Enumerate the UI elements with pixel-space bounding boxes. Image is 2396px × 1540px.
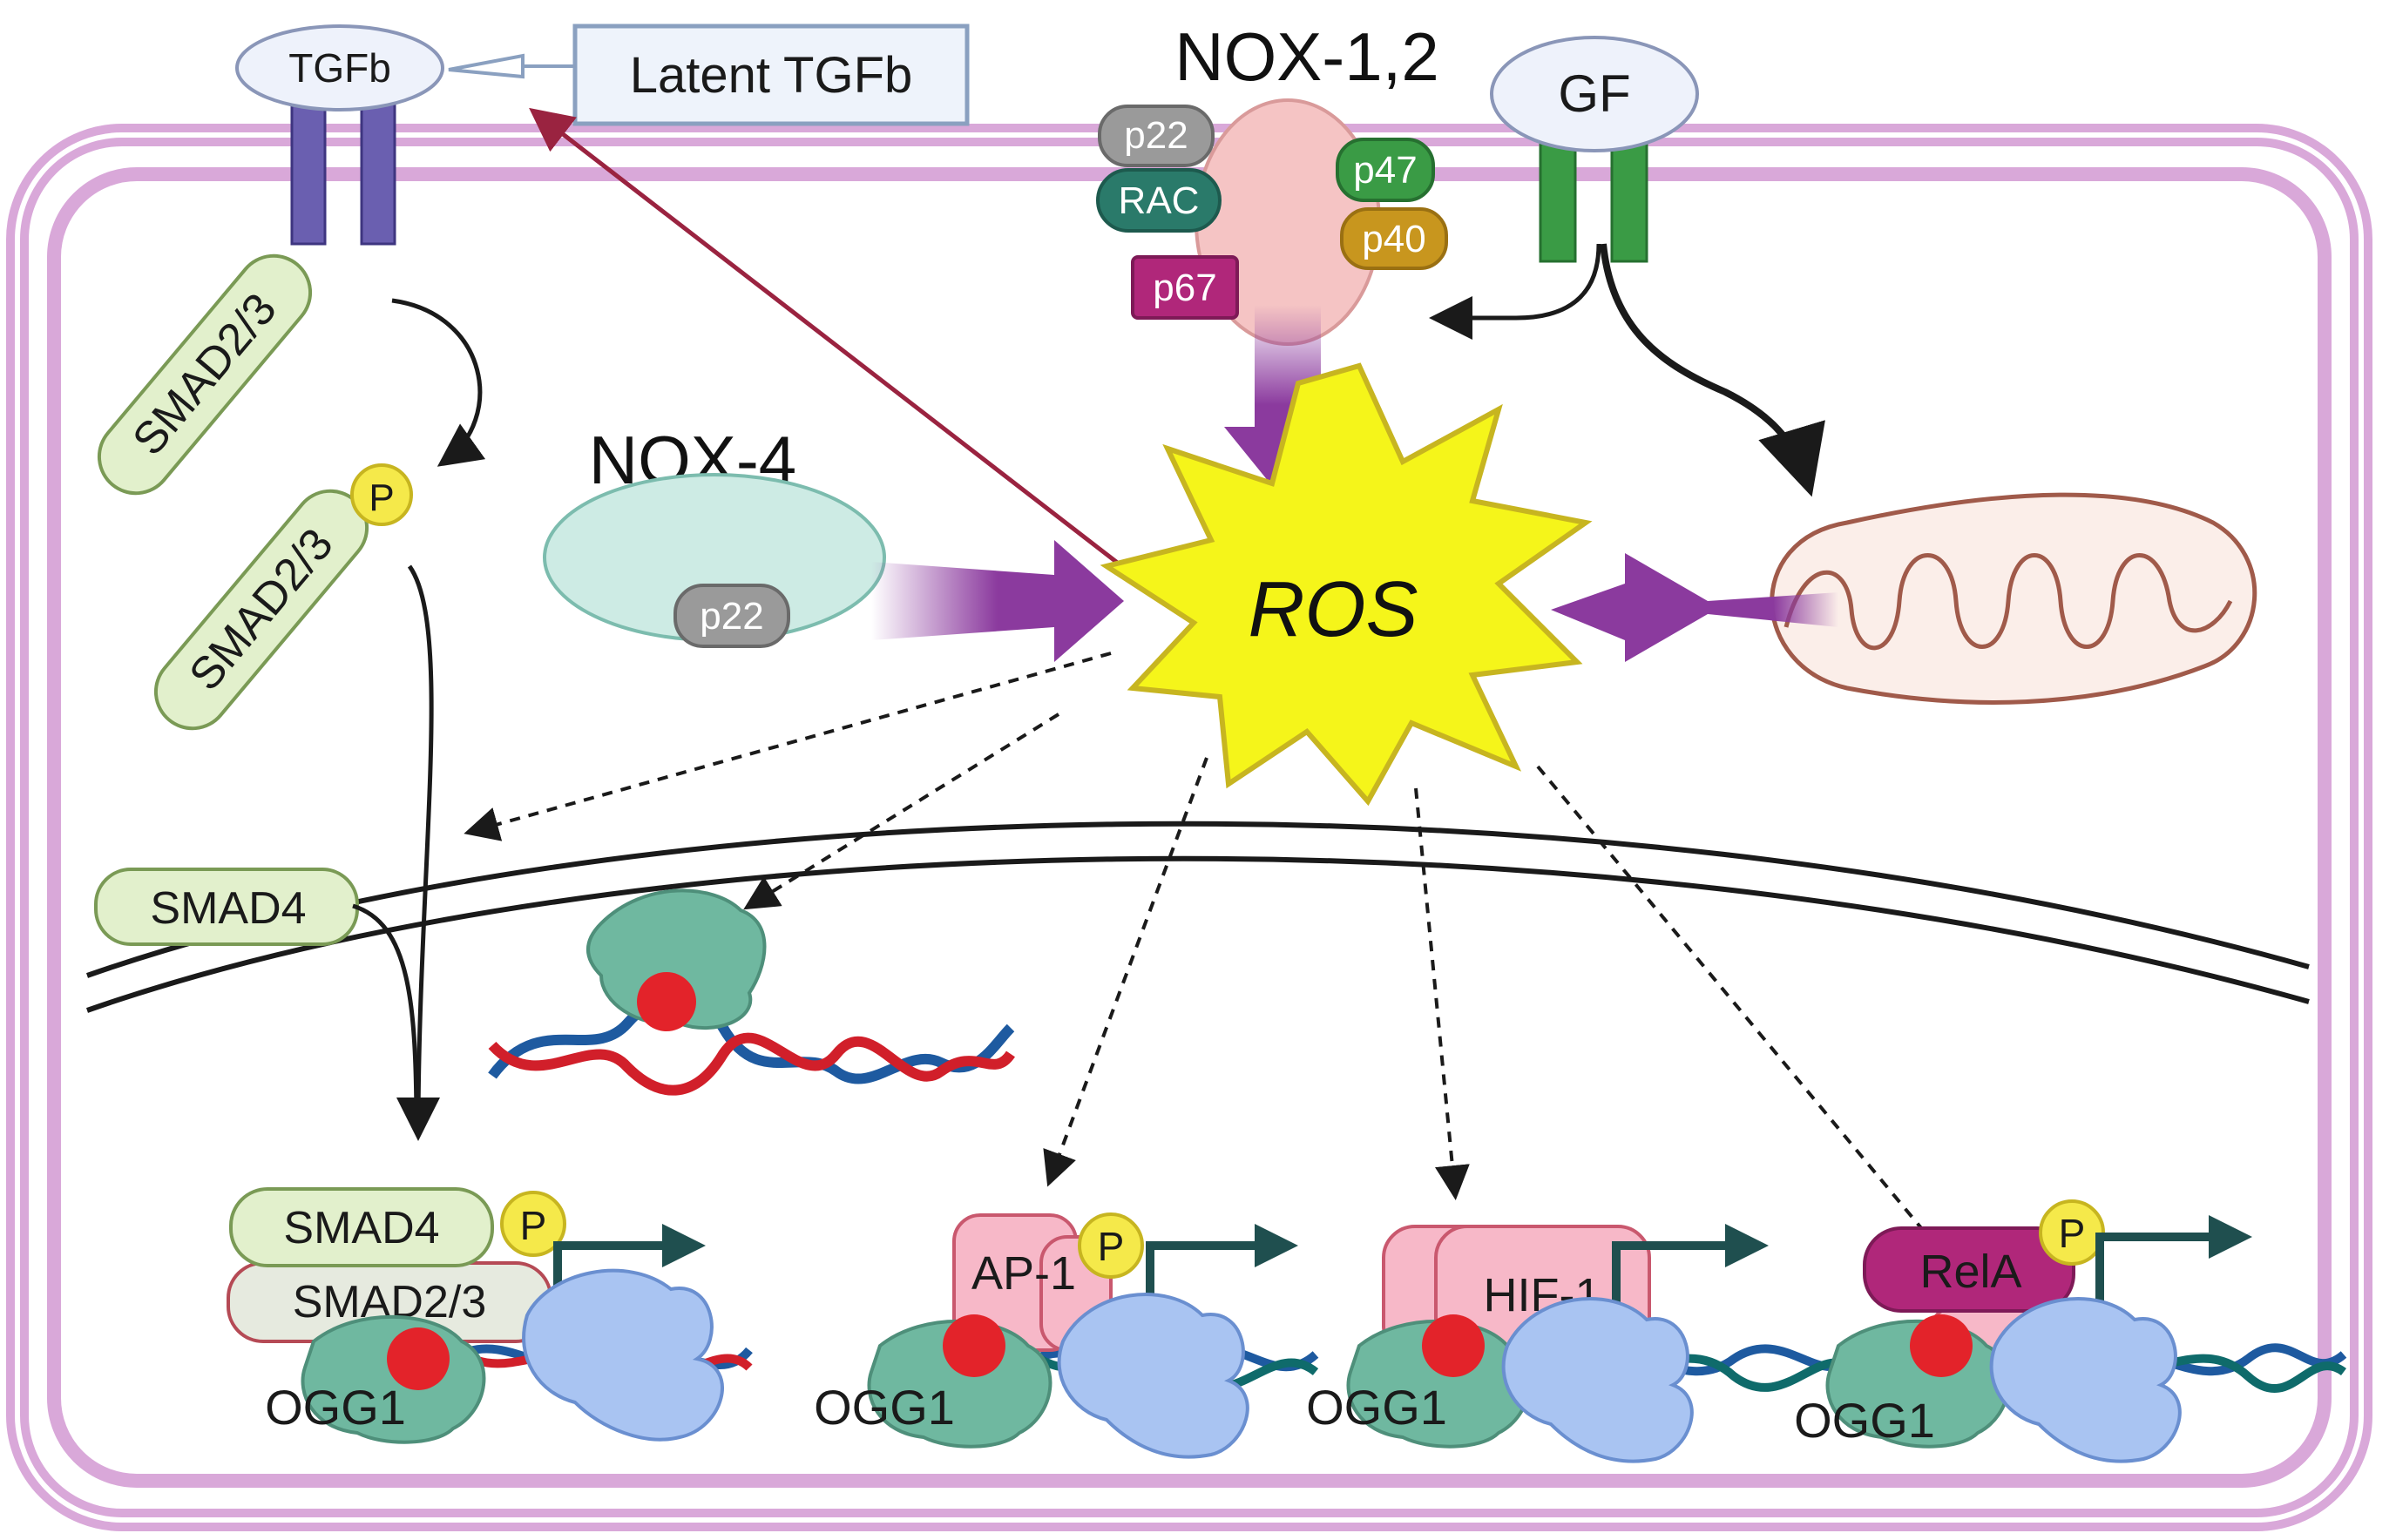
ap1-label: AP-1 [971,1247,1076,1300]
promoter-smad: SMAD2/3 SMAD4 P OGG1 [227,1187,753,1444]
smad4-to-nucleus-arrow [352,903,419,1133]
tgfb-receptor-right [360,98,396,246]
ogg1-label-hif1: OGG1 [1306,1380,1447,1435]
ogg1-label-smad: OGG1 [265,1380,406,1435]
rna-polymerase-smad [522,1268,724,1442]
phospho-label-ap1: P [1098,1224,1125,1269]
smad-phosphorylation-arrow [391,298,486,467]
mitochondria-to-ros-arrow [1551,553,1708,662]
oxidized-guanine-smad [387,1327,450,1390]
latent-release-arrow [448,53,575,79]
ros-to-smad-dashed-arrow [464,652,1112,841]
ros-to-tgfb-arrow [529,107,1152,590]
smad4-complex-label: SMAD4 [283,1203,439,1253]
nox12-p22 [1098,105,1215,167]
smad4-free-label: SMAD4 [150,883,306,934]
oxidized-guanine-nuclear [637,972,696,1031]
latent-tgfb-box [572,24,970,126]
promoter-ap1: AP-1 P OGG1 [814,1212,1319,1459]
nuclear-dna-lesion [488,888,1015,1096]
smad23-free: SMAD2/3 [97,253,313,496]
oxidized-guanine-hif1 [1422,1314,1485,1377]
smad23-phospho-label: SMAD2/3 [179,519,342,700]
rna-polymerase-rela [1989,1297,2182,1463]
smad4-complex [229,1187,494,1267]
phospho-label-rela: P [2059,1211,2086,1256]
ros-label: ROS [1248,566,1418,653]
smad23-phospho: SMAD2/3 [153,489,369,731]
gf-receptor-right [1610,142,1648,263]
rna-polymerase-hif1 [1501,1297,1694,1463]
ogg1-label-ap1: OGG1 [814,1380,955,1435]
gf-to-nox-arrow [1429,243,1601,340]
phospho-label-smad-complex: P [520,1203,547,1248]
ros-burst [1100,362,1593,807]
nuclear-membrane-inner [86,855,2310,1013]
promoter-hif1: HIF-1 OGG1 [1306,1224,1859,1463]
oxidized-guanine-rela [1910,1314,1973,1377]
gf-label: GF [1558,64,1630,123]
phospho-badge-smad-complex [500,1191,566,1257]
ogg1-enzyme-nuclear [586,888,767,1030]
phospho-label-smad23: P [369,476,394,519]
nox4-p22 [673,584,790,648]
nox4-p22-label: p22 [700,595,763,638]
ros-to-rela-dashed-arrow [1536,765,1970,1287]
mitochondrion [1770,492,2257,705]
nox12-p67-label: p67 [1153,267,1216,309]
nox12-p40-label: p40 [1362,218,1425,260]
oxidized-guanine-ap1 [943,1314,1005,1377]
nox12-rac [1096,168,1222,233]
nox12-label: NOX-1,2 [1174,18,1438,95]
gf-ligand [1490,36,1699,152]
mitochondrion-cristae [1783,553,2233,651]
nox12-p47-label: p47 [1353,149,1417,192]
latent-tgfb-label: Latent TGFb [630,47,913,104]
nox4-to-ros-arrow [871,540,1124,662]
nox12-p67 [1131,255,1239,320]
smad23-free-label: SMAD2/3 [123,284,286,465]
phospho-badge-smad23 [350,463,413,526]
smad-to-nucleus-arrow [396,564,441,1141]
nox12-p47 [1336,138,1435,202]
nox12-p40 [1340,207,1448,270]
tgfb-ligand [235,24,444,111]
promoter-rela: RelA P OGG1 [1794,1199,2347,1463]
ros-to-dna-dashed-arrow [743,713,1060,910]
rela-factor [1863,1226,2075,1313]
tgfb-receptor-left [290,98,327,246]
transcription-arrow-hif1 [1612,1224,1769,1307]
gf-to-mitochondria-arrow [1600,243,1825,497]
rna-polymerase-ap1 [1057,1293,1249,1459]
gf-receptor-left [1539,142,1577,263]
transcription-arrow-ap1 [1146,1224,1298,1302]
ros-to-hif1-dashed-arrow [1414,787,1470,1200]
mitochondria-to-ros-arrow-tail [1708,592,1838,627]
nox12-p22-label: p22 [1124,114,1188,157]
ros-to-ap1-dashed-arrow [1043,757,1208,1187]
rela-label: RelA [1919,1246,2021,1298]
transcription-arrow-rela [2095,1215,2252,1302]
tgfb-label: TGFb [288,45,391,91]
nox12-rac-label: RAC [1119,179,1200,222]
ogg1-label-rela: OGG1 [1794,1393,1935,1448]
phospho-badge-ap1 [1078,1212,1144,1279]
